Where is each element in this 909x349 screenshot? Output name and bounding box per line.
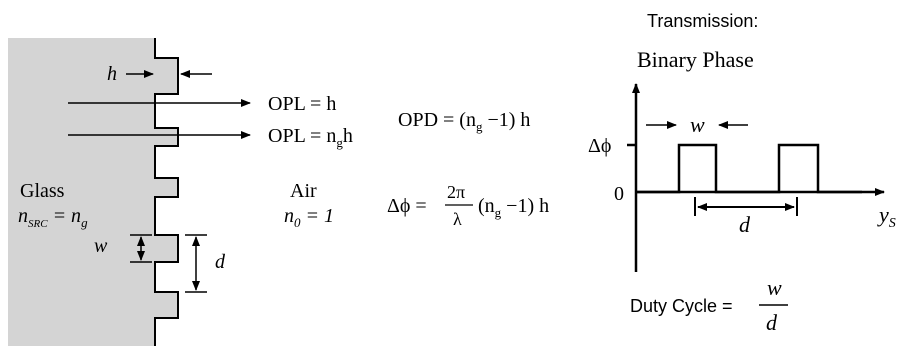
w-label: w [94, 235, 108, 257]
delta-phi-lhs: Δϕ = [387, 195, 427, 217]
binary-phase-subtitle: Binary Phase [637, 47, 754, 72]
delta-phi-denominator: λ [453, 209, 462, 229]
delta-phi-rhs: (ng −1) h [478, 195, 549, 220]
duty-cycle-label: Duty Cycle = [630, 296, 733, 316]
delta-phi-numerator: 2π [447, 182, 465, 202]
step-profile [154, 38, 179, 346]
duty-cycle-numerator: w [767, 275, 782, 300]
binary-phase-waveform [636, 143, 862, 194]
x-axis-label: yS [877, 202, 896, 231]
glass-region [8, 38, 178, 346]
opl-label-2: OPL = ngh [268, 125, 353, 150]
d-label: d [215, 251, 226, 273]
glass-index: nSRC = ng [18, 205, 88, 230]
opl-label-1: OPL = h [268, 93, 336, 115]
duty-cycle-denominator: d [766, 310, 778, 335]
y-tick-zero-label: 0 [614, 183, 624, 205]
y-tick-delta-phi-label: Δϕ [588, 135, 611, 157]
glass-label: Glass [20, 180, 65, 202]
d-period-label: d [739, 212, 751, 237]
air-label: Air [290, 180, 317, 202]
h-label: h [107, 63, 117, 85]
air-index: n0 = 1 [284, 205, 334, 230]
transmission-title: Transmission: [647, 11, 758, 31]
w-pulse-label: w [690, 112, 705, 137]
opd-equation: OPD = (ng −1) h [398, 109, 530, 134]
